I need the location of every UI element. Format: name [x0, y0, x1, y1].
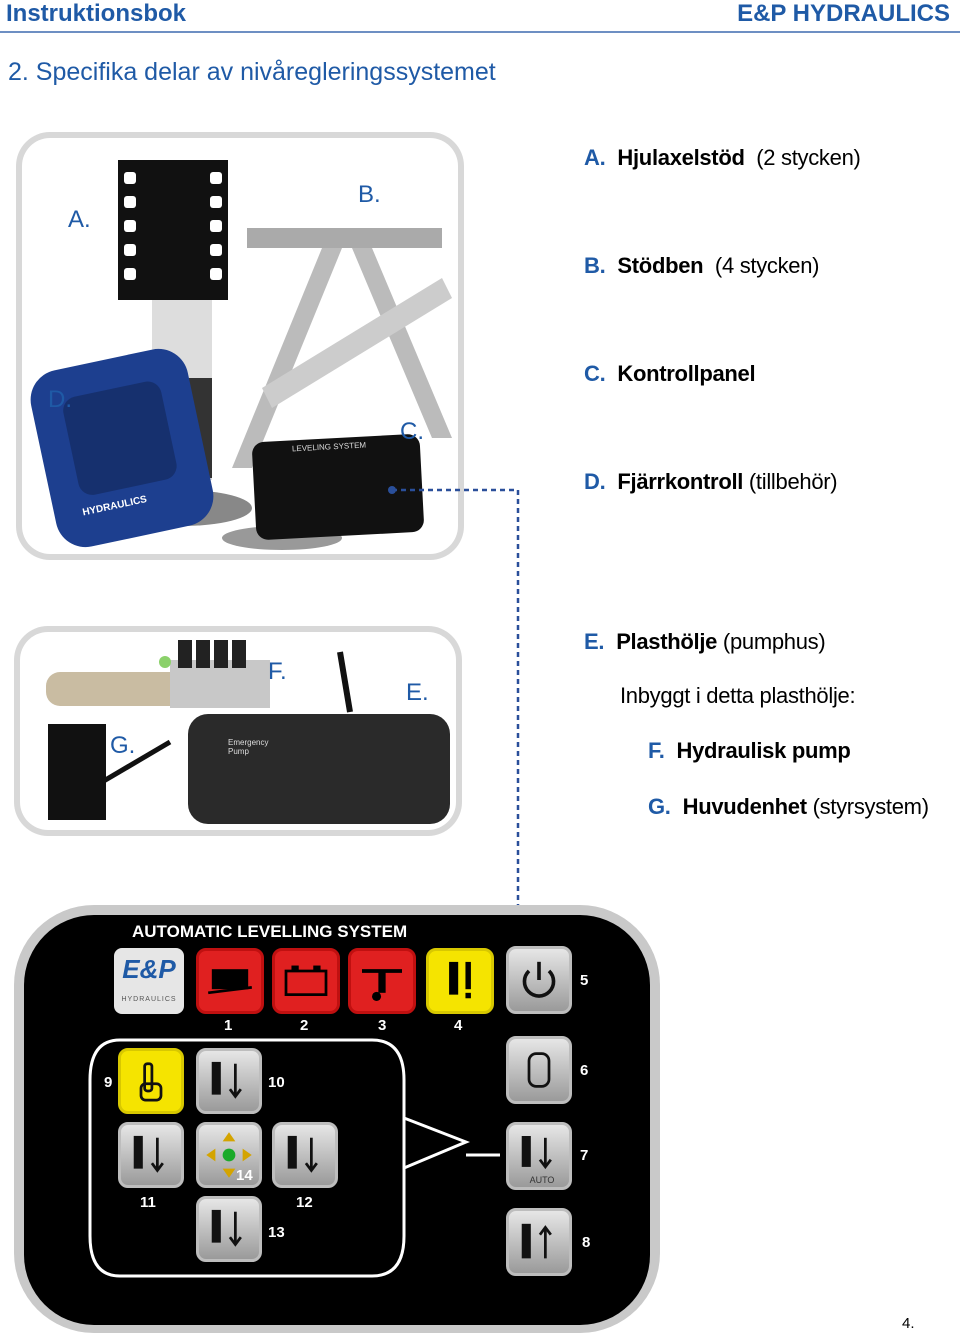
part-g: G.Huvudenhet (styrsystem) — [648, 794, 929, 819]
number-11: 11 — [140, 1194, 156, 1211]
leg-down-icon — [133, 1135, 164, 1173]
photo-pump-housing: Emergency Pump — [14, 626, 462, 836]
leg-warning-icon — [362, 969, 402, 1001]
number-6: 6 — [580, 1062, 589, 1079]
leg-down-icon — [287, 1135, 318, 1173]
part-f: F.Hydraulisk pump — [648, 738, 851, 763]
leg-button-12[interactable] — [272, 1122, 338, 1188]
hand-stop-icon — [527, 1052, 551, 1088]
number-10: 10 — [268, 1074, 285, 1091]
auto-down-icon — [521, 1136, 552, 1170]
pump-illustration — [46, 640, 450, 824]
warning-indicator-4 — [426, 948, 494, 1014]
leg-down-icon — [211, 1209, 242, 1247]
pump-label: Emergency Pump — [228, 738, 269, 756]
warning-indicator-2 — [272, 948, 340, 1014]
battery-icon — [284, 965, 328, 996]
header-title: Instruktionsbok — [6, 0, 187, 27]
section-title: 2. Specifika delar av nivåregleringssyst… — [8, 58, 496, 86]
number-5: 5 — [580, 972, 589, 989]
number-1: 1 — [224, 1017, 233, 1034]
direction-arrows-icon — [206, 1132, 252, 1178]
panel-title: AUTOMATIC LEVELLING SYSTEM — [132, 922, 408, 941]
part-a: A.Hjulaxelstöd (2 stycken) — [584, 145, 861, 170]
power-icon — [522, 961, 556, 998]
page-number: 4. — [902, 1315, 915, 1332]
auto-level-button[interactable]: AUTO — [506, 1122, 572, 1190]
number-13: 13 — [268, 1224, 285, 1241]
warning-indicator-3 — [348, 948, 416, 1014]
built-in-text: Inbyggt i detta plasthölje: — [620, 683, 856, 708]
leg-button-10[interactable] — [196, 1048, 262, 1114]
label-e: E. — [406, 679, 429, 706]
panel-logo: E&P HYDRAULICS — [114, 948, 184, 1014]
label-c: C. — [400, 418, 424, 445]
number-14: 14 — [236, 1167, 253, 1184]
retract-all-button[interactable] — [506, 1208, 572, 1276]
power-button[interactable] — [506, 946, 572, 1014]
number-3: 3 — [378, 1017, 387, 1034]
number-7: 7 — [580, 1147, 589, 1164]
warning-indicator-1 — [196, 948, 264, 1014]
number-8: 8 — [582, 1234, 591, 1251]
stop-button[interactable] — [506, 1036, 572, 1104]
number-2: 2 — [300, 1017, 309, 1034]
trailer-tilt-icon — [208, 969, 252, 995]
leg-button-11[interactable] — [118, 1122, 184, 1188]
number-12: 12 — [296, 1194, 313, 1211]
leg-down-icon — [211, 1061, 242, 1099]
header-divider — [0, 31, 960, 33]
label-a: A. — [68, 206, 91, 233]
number-9: 9 — [104, 1074, 113, 1091]
part-b: B.Stödben (4 stycken) — [584, 253, 820, 278]
label-b: B. — [358, 181, 381, 208]
direction-pad-button[interactable] — [196, 1122, 262, 1188]
leg-button-13[interactable] — [196, 1196, 262, 1262]
leg-exclamation-icon — [449, 961, 471, 999]
number-4: 4 — [454, 1017, 463, 1034]
part-c: C.Kontrollpanel — [584, 361, 756, 386]
label-g: G. — [110, 732, 136, 759]
retract-up-icon — [521, 1223, 552, 1259]
manual-mode-button[interactable] — [118, 1048, 184, 1114]
photo-stand-and-panel: HYDRAULICS LEVELING SYSTEM — [16, 132, 464, 560]
header-brand: E&P HYDRAULICS — [737, 0, 950, 27]
hand-pointer-icon — [139, 1062, 163, 1102]
part-e: E.Plasthölje (pumphus) — [584, 629, 826, 654]
part-d: D.Fjärrkontroll (tillbehör) — [584, 469, 838, 494]
label-d: D. — [48, 386, 72, 413]
label-f: F. — [268, 658, 287, 685]
